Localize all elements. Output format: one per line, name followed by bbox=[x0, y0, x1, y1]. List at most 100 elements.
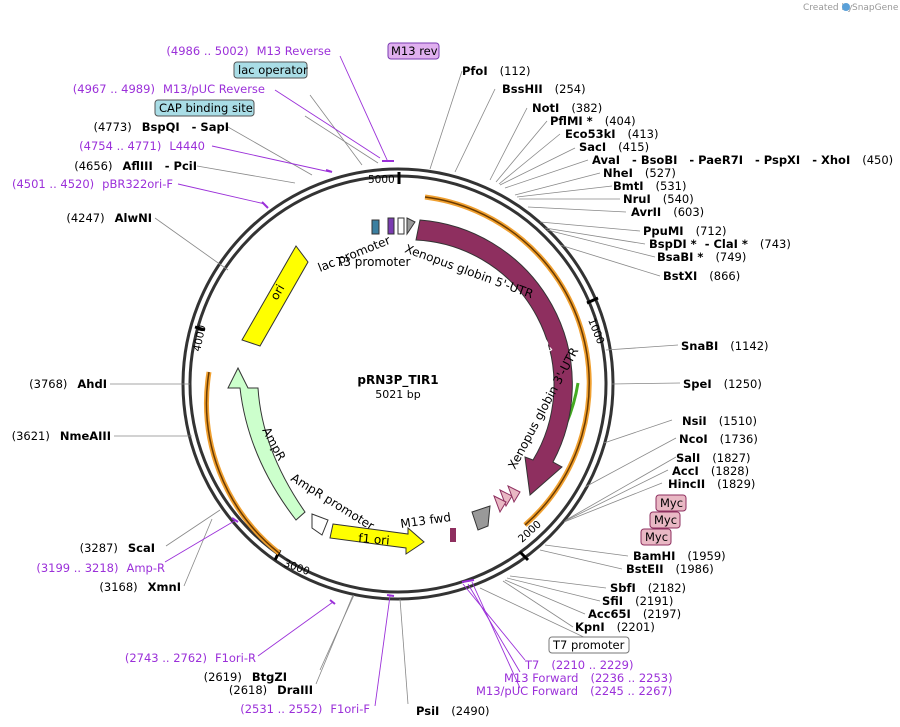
site-bsabi[interactable]: BsaBI *(749) bbox=[657, 250, 746, 264]
site-nhei[interactable]: NheI(527) bbox=[603, 166, 676, 180]
ori-feature[interactable] bbox=[241, 245, 309, 347]
sites-right: PfoI(112) BssHII(254) NotI(382) PflMI *(… bbox=[462, 64, 893, 634]
primers: (4986 .. 5002)M13 Reverse (4967 .. 4989)… bbox=[12, 44, 673, 716]
tick-label-5000: 5000 bbox=[368, 174, 395, 186]
site-pflmi[interactable]: PflMI *(404) bbox=[550, 114, 636, 128]
orf-arc-1-core bbox=[424, 196, 590, 526]
m13-fwd-feature[interactable] bbox=[450, 528, 456, 542]
tick-label-4000: 4000 bbox=[191, 324, 208, 353]
ori-label: ori bbox=[267, 282, 287, 303]
primer-m13-forward[interactable]: M13 Forward(2236 .. 2253) bbox=[504, 671, 673, 685]
site-avrii[interactable]: AvrII(603) bbox=[631, 205, 704, 219]
t3-promoter-feature[interactable] bbox=[406, 217, 416, 236]
primer-f1ori-f[interactable]: (2531 .. 2552)F1ori-F bbox=[240, 702, 370, 716]
primer-leader-lines bbox=[164, 55, 526, 707]
ampr-feature[interactable] bbox=[227, 366, 306, 521]
site-saci[interactable]: SacI(415) bbox=[579, 140, 649, 154]
site-nmeaiii[interactable]: (3621)NmeAIII bbox=[12, 429, 111, 443]
site-acci[interactable]: AccI(1828) bbox=[672, 464, 749, 478]
primer-m13-puc-forward[interactable]: M13/pUC Forward(2245 .. 2267) bbox=[476, 684, 672, 698]
site-draiii[interactable]: (2618)DraIII bbox=[229, 683, 313, 697]
site-bspqi-sapi[interactable]: (4773)BspQI - SapI bbox=[94, 120, 230, 134]
lac-operator-feature[interactable] bbox=[371, 219, 380, 235]
tick-1000 bbox=[586, 296, 599, 305]
myc-box-2[interactable] bbox=[649, 511, 681, 529]
sites-left: (4773)BspQI - SapI (4656)AflIII - PciI (… bbox=[12, 120, 490, 718]
myc-tags-feature[interactable] bbox=[493, 484, 521, 514]
site-psii[interactable]: PsiI(2490) bbox=[416, 704, 490, 718]
cap-binding-site-box-label: CAP binding site bbox=[159, 101, 253, 115]
site-xmni[interactable]: (3168)XmnI bbox=[99, 580, 181, 594]
myc-box-3[interactable] bbox=[640, 528, 672, 546]
primer-m13-puc-reverse[interactable]: (4967 .. 4989)M13/pUC Reverse bbox=[73, 82, 265, 96]
myc-tag-2[interactable] bbox=[507, 484, 521, 504]
site-nsii[interactable]: NsiI(1510) bbox=[682, 414, 757, 428]
site-afliii-pcii[interactable]: (4656)AflIII - PciI bbox=[74, 159, 197, 173]
myc-tag-1[interactable] bbox=[499, 488, 513, 508]
site-ncoi[interactable]: NcoI(1736) bbox=[679, 432, 758, 446]
site-spei[interactable]: SpeI(1250) bbox=[683, 377, 762, 391]
cap-binding-site-box[interactable] bbox=[154, 99, 255, 117]
site-sbfi[interactable]: SbfI(2182) bbox=[610, 581, 686, 595]
m13-rev-feature[interactable] bbox=[387, 217, 395, 235]
site-bamhi[interactable]: BamHI(1959) bbox=[633, 549, 726, 563]
boxed-labels: M13 rev lac operator CAP binding site My… bbox=[154, 42, 687, 654]
primer-marks bbox=[231, 160, 475, 605]
site-hincii[interactable]: HincII(1829) bbox=[668, 477, 755, 491]
site-bmti[interactable]: BmtI(531) bbox=[613, 179, 686, 193]
site-kpni[interactable]: KpnI(2201) bbox=[575, 620, 655, 634]
site-eco53ki[interactable]: Eco53kI(413) bbox=[565, 127, 658, 141]
plasmid-name: pRN3P_TIR1 bbox=[357, 373, 438, 388]
site-acc65i[interactable]: Acc65I(2197) bbox=[588, 607, 681, 621]
site-avai-group[interactable]: AvaI - BsoBI - PaeR7I - PspXI - XhoI(450… bbox=[592, 153, 893, 167]
m13-rev-box-label: M13 rev bbox=[391, 44, 438, 58]
primer-f1ori-r[interactable]: (2743 .. 2762)F1ori-R bbox=[125, 651, 256, 665]
site-ppumi[interactable]: PpuMI(712) bbox=[643, 224, 727, 238]
t7-promoter-box-label: T7 promoter bbox=[552, 638, 625, 652]
f1-ori-feature[interactable] bbox=[329, 523, 425, 555]
site-alwni[interactable]: (4247)AlwNI bbox=[66, 211, 152, 225]
site-bspdi-clai[interactable]: BspDI * - ClaI *(743) bbox=[649, 237, 791, 251]
myc-box-1[interactable] bbox=[655, 494, 687, 512]
leader-lines bbox=[110, 70, 681, 705]
snapgene-logo-icon bbox=[842, 3, 850, 11]
site-sfii[interactable]: SfiI(2191) bbox=[602, 594, 673, 608]
myc-tag-3[interactable] bbox=[493, 494, 507, 514]
lac-promoter-feature[interactable] bbox=[397, 217, 405, 235]
site-scai[interactable]: (3287)ScaI bbox=[80, 541, 155, 555]
site-noti[interactable]: NotI(382) bbox=[532, 101, 602, 115]
orf-arc-2-core bbox=[205, 371, 280, 554]
tick-4000 bbox=[194, 325, 206, 332]
t3-promoter-label: T3 promoter bbox=[335, 255, 411, 269]
credit-brand: SnapGene bbox=[852, 3, 899, 13]
site-pfoi[interactable]: PfoI(112) bbox=[462, 64, 531, 78]
primer-pbr322ori-f[interactable]: (4501 .. 4520)pBR322ori-F bbox=[12, 177, 173, 191]
site-nrui[interactable]: NruI(540) bbox=[623, 192, 694, 206]
site-snabi[interactable]: SnaBI(1142) bbox=[681, 339, 769, 353]
myc-box-2-label: Myc bbox=[654, 513, 677, 527]
site-btgzi[interactable]: (2619)BtgZI bbox=[204, 670, 287, 684]
site-ahdi[interactable]: (3768)AhdI bbox=[29, 377, 107, 391]
ostir1-feature[interactable] bbox=[415, 219, 573, 496]
credit-prefix: Created by bbox=[803, 3, 853, 13]
site-sali[interactable]: SalI(1827) bbox=[676, 451, 751, 465]
m13-fwd-label: M13 fwd bbox=[399, 510, 451, 531]
t7-promoter-feature[interactable] bbox=[471, 505, 491, 531]
lac-operator-box-label: lac operator bbox=[238, 63, 308, 77]
primer-t7[interactable]: T7(2210 .. 2229) bbox=[524, 658, 633, 672]
lac-operator-box[interactable] bbox=[233, 61, 308, 79]
site-bstxi[interactable]: BstXI(866) bbox=[663, 269, 740, 283]
primer-l4440[interactable]: (4754 .. 4771)L4440 bbox=[79, 139, 205, 153]
primer-amp-r[interactable]: (3199 .. 3218)Amp-R bbox=[36, 561, 165, 575]
site-bsteii[interactable]: BstEII(1986) bbox=[626, 562, 714, 576]
m13-rev-box[interactable] bbox=[387, 42, 440, 60]
tick-2000 bbox=[518, 550, 530, 562]
primer-m13-reverse[interactable]: (4986 .. 5002)M13 Reverse bbox=[166, 44, 331, 58]
t7-promoter-box[interactable] bbox=[548, 636, 630, 654]
plasmid-size: 5021 bp bbox=[375, 388, 420, 401]
site-bsshii[interactable]: BssHII(254) bbox=[502, 82, 586, 96]
ampr-promoter-feature[interactable] bbox=[311, 513, 329, 536]
myc-box-3-label: Myc bbox=[645, 530, 668, 544]
myc-box-1-label: Myc bbox=[660, 496, 683, 510]
